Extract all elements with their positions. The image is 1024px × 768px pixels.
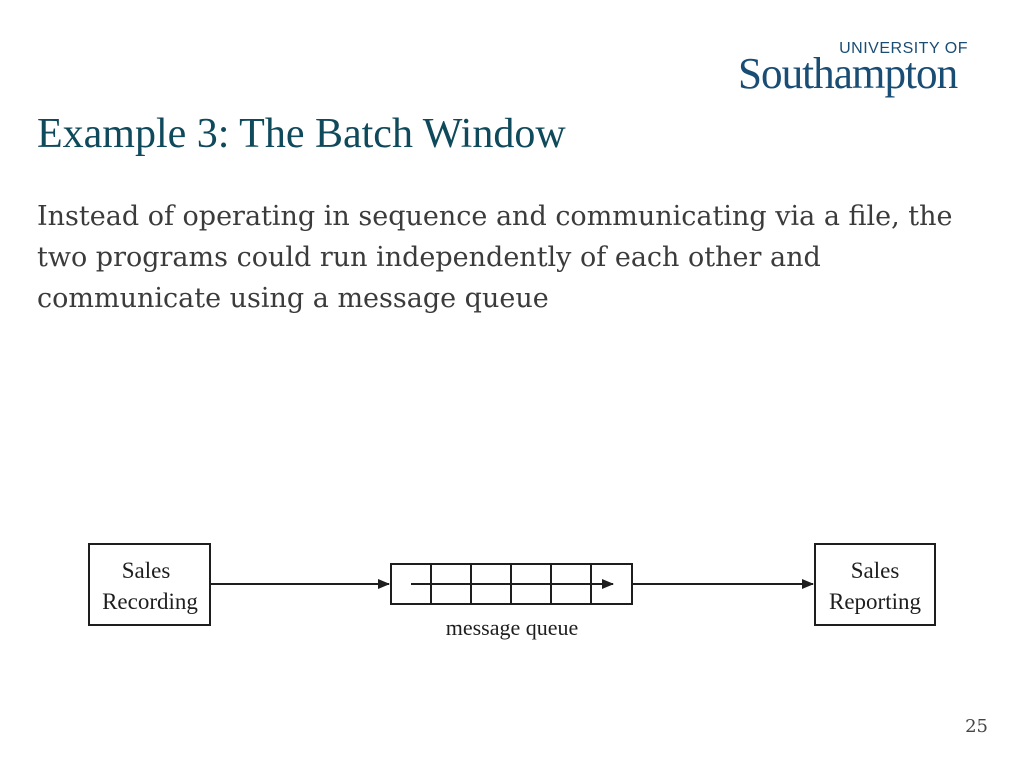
sales-recording-label-line2: Recording xyxy=(102,589,198,614)
sales-recording-node: Sales Recording xyxy=(88,543,211,626)
sales-recording-label-line1: Sales xyxy=(122,558,171,583)
logo-southampton: Southampton xyxy=(738,49,958,98)
slide-body-text: Instead of operating in sequence and com… xyxy=(37,201,953,314)
slide-title: Example 3: The Batch Window xyxy=(37,111,566,157)
message-queue-label: message queue xyxy=(446,615,579,640)
page-number: 25 xyxy=(965,716,988,737)
sales-reporting-label-line2: Reporting xyxy=(829,589,921,614)
sales-reporting-node: Sales Reporting xyxy=(814,543,936,626)
message-queue-node: message queue xyxy=(390,563,633,640)
logo-university-of: UNIVERSITY OF xyxy=(839,40,968,57)
sales-reporting-label-line1: Sales xyxy=(851,558,900,583)
university-logo: UNIVERSITY OF Southampton xyxy=(738,40,988,100)
